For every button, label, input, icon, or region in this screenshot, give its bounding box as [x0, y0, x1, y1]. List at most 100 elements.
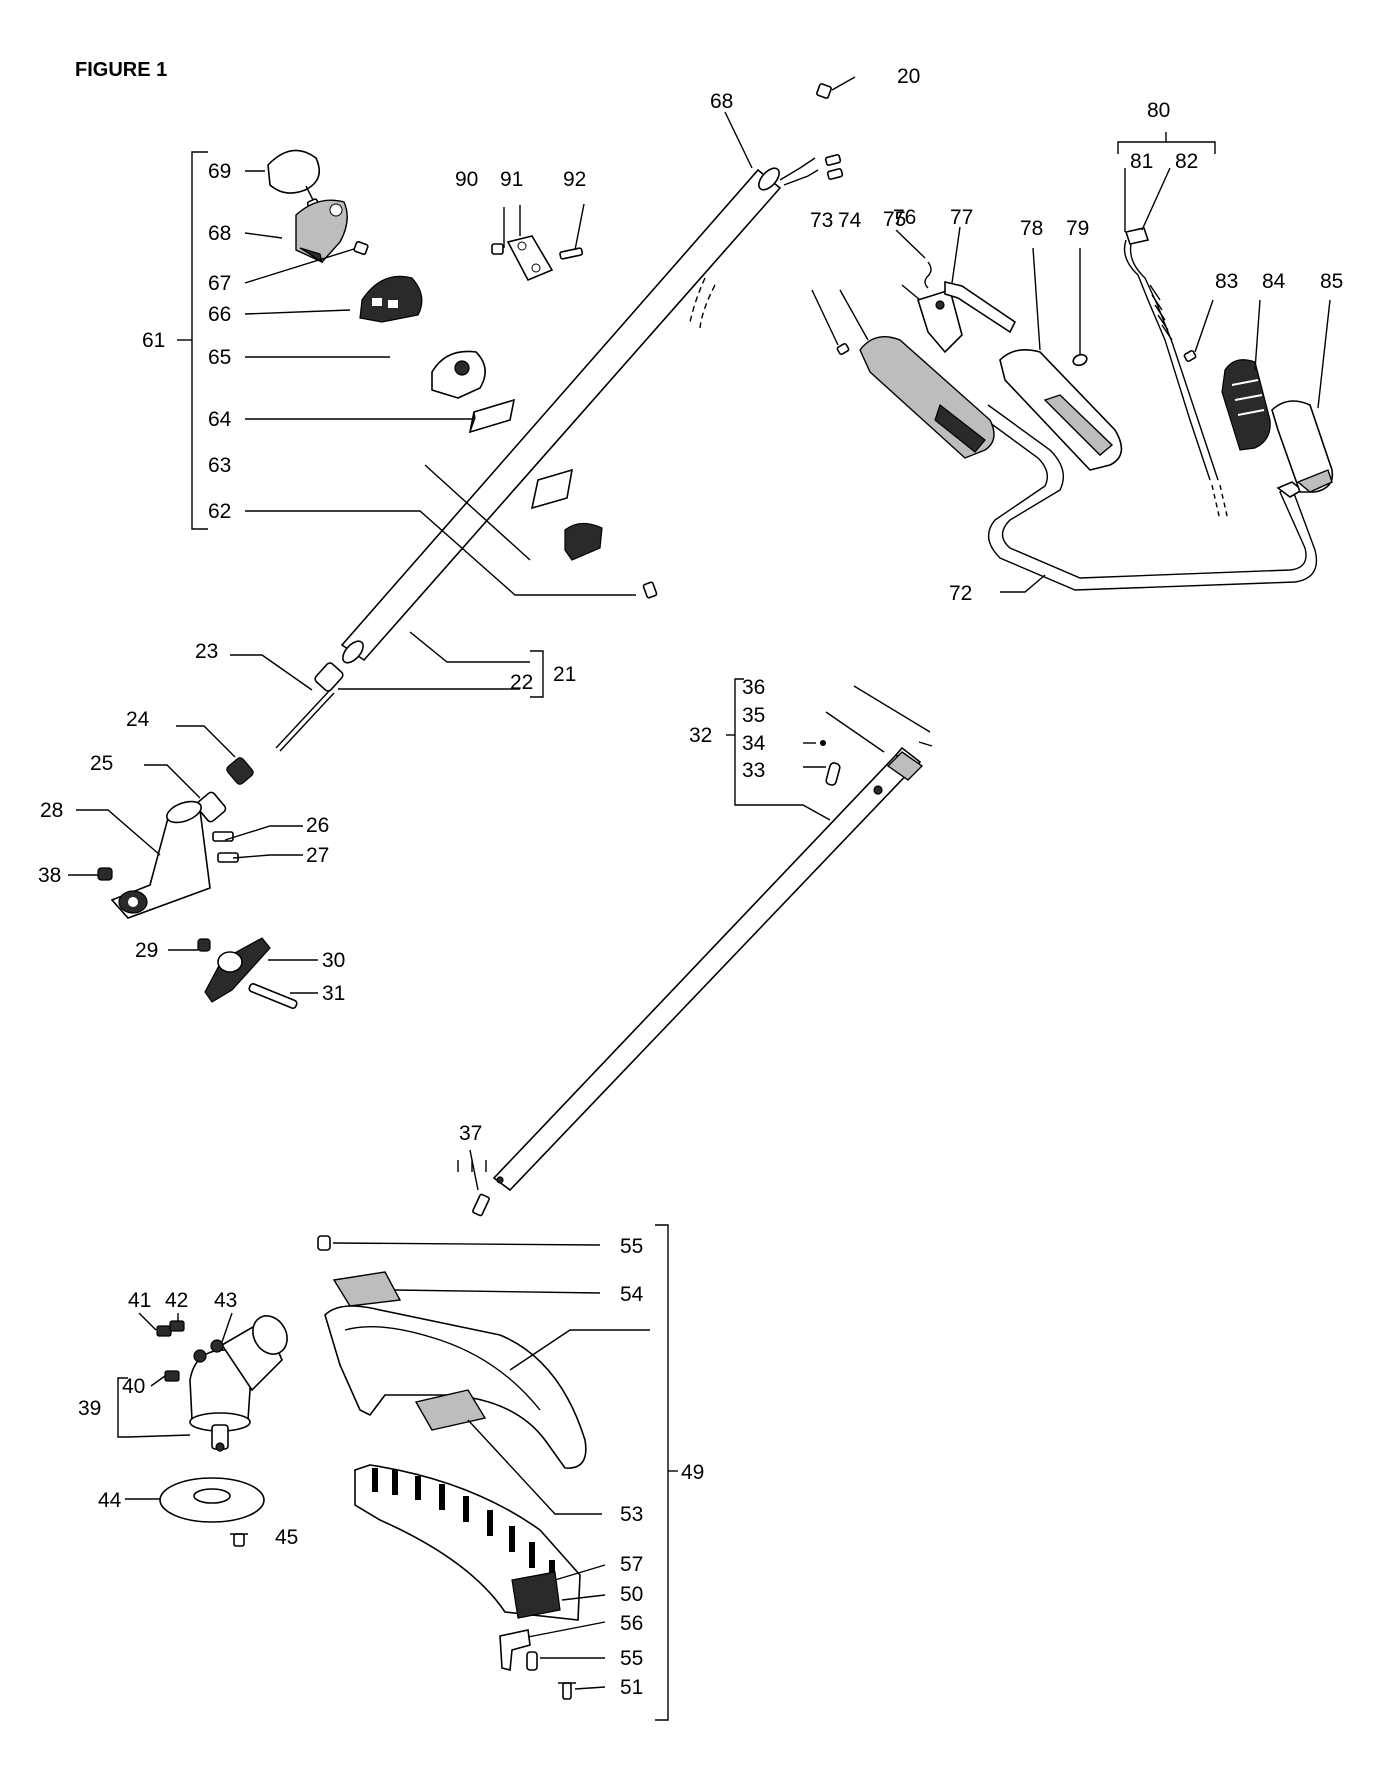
part-37-screw — [469, 1149, 490, 1217]
label-74: 74 — [838, 209, 862, 232]
label-92: 92 — [563, 168, 586, 191]
label-33: 33 — [742, 759, 765, 782]
label-44: 44 — [98, 1489, 122, 1512]
part-55-screw-top — [317, 1235, 331, 1251]
part-63-half-shells — [530, 468, 603, 561]
part-24-bushing — [226, 757, 254, 785]
label-20: 20 — [897, 65, 920, 88]
label-64: 64 — [208, 408, 232, 431]
label-41: 41 — [128, 1289, 151, 1312]
part-23-drive-shaft — [275, 689, 335, 752]
part-74-throttle-handle — [859, 336, 995, 459]
part-83-screw — [1183, 349, 1197, 363]
label-28: 28 — [40, 799, 63, 822]
label-85: 85 — [1320, 270, 1343, 293]
label-75: 75 — [883, 208, 906, 231]
label-84: 84 — [1262, 270, 1286, 293]
part-43-washer-b — [210, 1339, 224, 1353]
label-62: 62 — [208, 500, 231, 523]
brackets — [117, 132, 1216, 1721]
part-53-bracket — [414, 1389, 487, 1431]
part-80-switch-cable — [1123, 227, 1229, 521]
label-55-top: 55 — [620, 1235, 643, 1258]
label-32: 32 — [689, 724, 712, 747]
label-30: 30 — [322, 949, 345, 972]
label-26: 26 — [306, 814, 329, 837]
part-90-nut — [491, 243, 504, 255]
label-73: 73 — [810, 209, 833, 232]
figure-title: FIGURE 1 — [75, 59, 167, 81]
label-72: 72 — [949, 582, 972, 605]
label-67: 67 — [208, 272, 231, 295]
part-64-half-shell — [468, 398, 516, 434]
part-85-grip-sleeve — [1271, 400, 1334, 493]
label-61: 61 — [142, 329, 165, 352]
label-34: 34 — [742, 732, 766, 755]
part-57-bracket — [511, 1571, 561, 1619]
part-65-clamp-base — [431, 350, 486, 399]
part-62-screw — [642, 581, 658, 599]
part-51-screw — [558, 1682, 576, 1700]
label-56: 56 — [620, 1612, 643, 1635]
label-53: 53 — [620, 1503, 643, 1526]
part-91-bracket — [506, 235, 554, 282]
part-67-nut — [353, 241, 369, 255]
part-guard-body — [324, 1305, 587, 1469]
label-76: 76 — [893, 206, 916, 229]
label-78: 78 — [1020, 217, 1043, 240]
label-40: 40 — [122, 1375, 145, 1398]
label-22: 22 — [510, 671, 533, 694]
label-65: 65 — [208, 346, 231, 369]
part-42-screw — [169, 1320, 185, 1332]
label-82: 82 — [1175, 150, 1198, 173]
part-25-bushing — [195, 791, 227, 823]
part-40-screw — [164, 1370, 180, 1382]
label-83: 83 — [1215, 270, 1238, 293]
part-34-ball — [820, 740, 826, 746]
label-36: 36 — [742, 676, 765, 699]
label-68-tube: 68 — [710, 90, 733, 113]
part-79-stop — [1072, 353, 1088, 367]
part-68-guide-cover — [295, 199, 348, 264]
label-43: 43 — [214, 1289, 237, 1312]
part-72-handlebar — [977, 404, 1318, 591]
label-38: 38 — [38, 864, 61, 887]
lower-drive-shaft-tube — [492, 741, 933, 1192]
part-66-clamp — [359, 275, 423, 323]
label-35: 35 — [742, 704, 765, 727]
label-66: 66 — [208, 303, 231, 326]
label-42: 42 — [165, 1289, 188, 1312]
part-20-clip — [816, 83, 832, 99]
label-55-bottom: 55 — [620, 1647, 643, 1670]
upper-drive-shaft-tube — [340, 153, 844, 664]
part-31-bolt — [248, 983, 298, 1009]
part-75-trigger — [916, 288, 963, 354]
label-91: 91 — [500, 168, 523, 191]
part-30-clamp-knob — [204, 937, 271, 1003]
label-31: 31 — [322, 982, 345, 1005]
label-39: 39 — [78, 1397, 101, 1420]
part-38-nut — [97, 867, 113, 881]
label-90: 90 — [455, 168, 478, 191]
part-39-gear-head — [189, 1315, 288, 1452]
leader-lines — [68, 76, 1331, 1690]
label-49: 49 — [681, 1461, 704, 1484]
label-79: 79 — [1066, 217, 1089, 240]
label-68-cover: 68 — [208, 222, 231, 245]
part-43-washer-a — [193, 1349, 207, 1363]
label-29: 29 — [135, 939, 158, 962]
part-54-bracket-top — [332, 1271, 402, 1307]
part-77-lock-lever — [944, 280, 1017, 334]
part-76-spring — [924, 261, 932, 289]
label-27: 27 — [306, 844, 329, 867]
label-81: 81 — [1130, 150, 1153, 173]
label-54: 54 — [620, 1283, 644, 1306]
label-25: 25 — [90, 752, 113, 775]
part-33-pin — [825, 762, 841, 786]
label-21: 21 — [553, 663, 576, 686]
label-77: 77 — [950, 206, 973, 229]
part-73-screw — [836, 342, 850, 356]
label-80: 80 — [1147, 99, 1170, 122]
label-24: 24 — [126, 708, 150, 731]
